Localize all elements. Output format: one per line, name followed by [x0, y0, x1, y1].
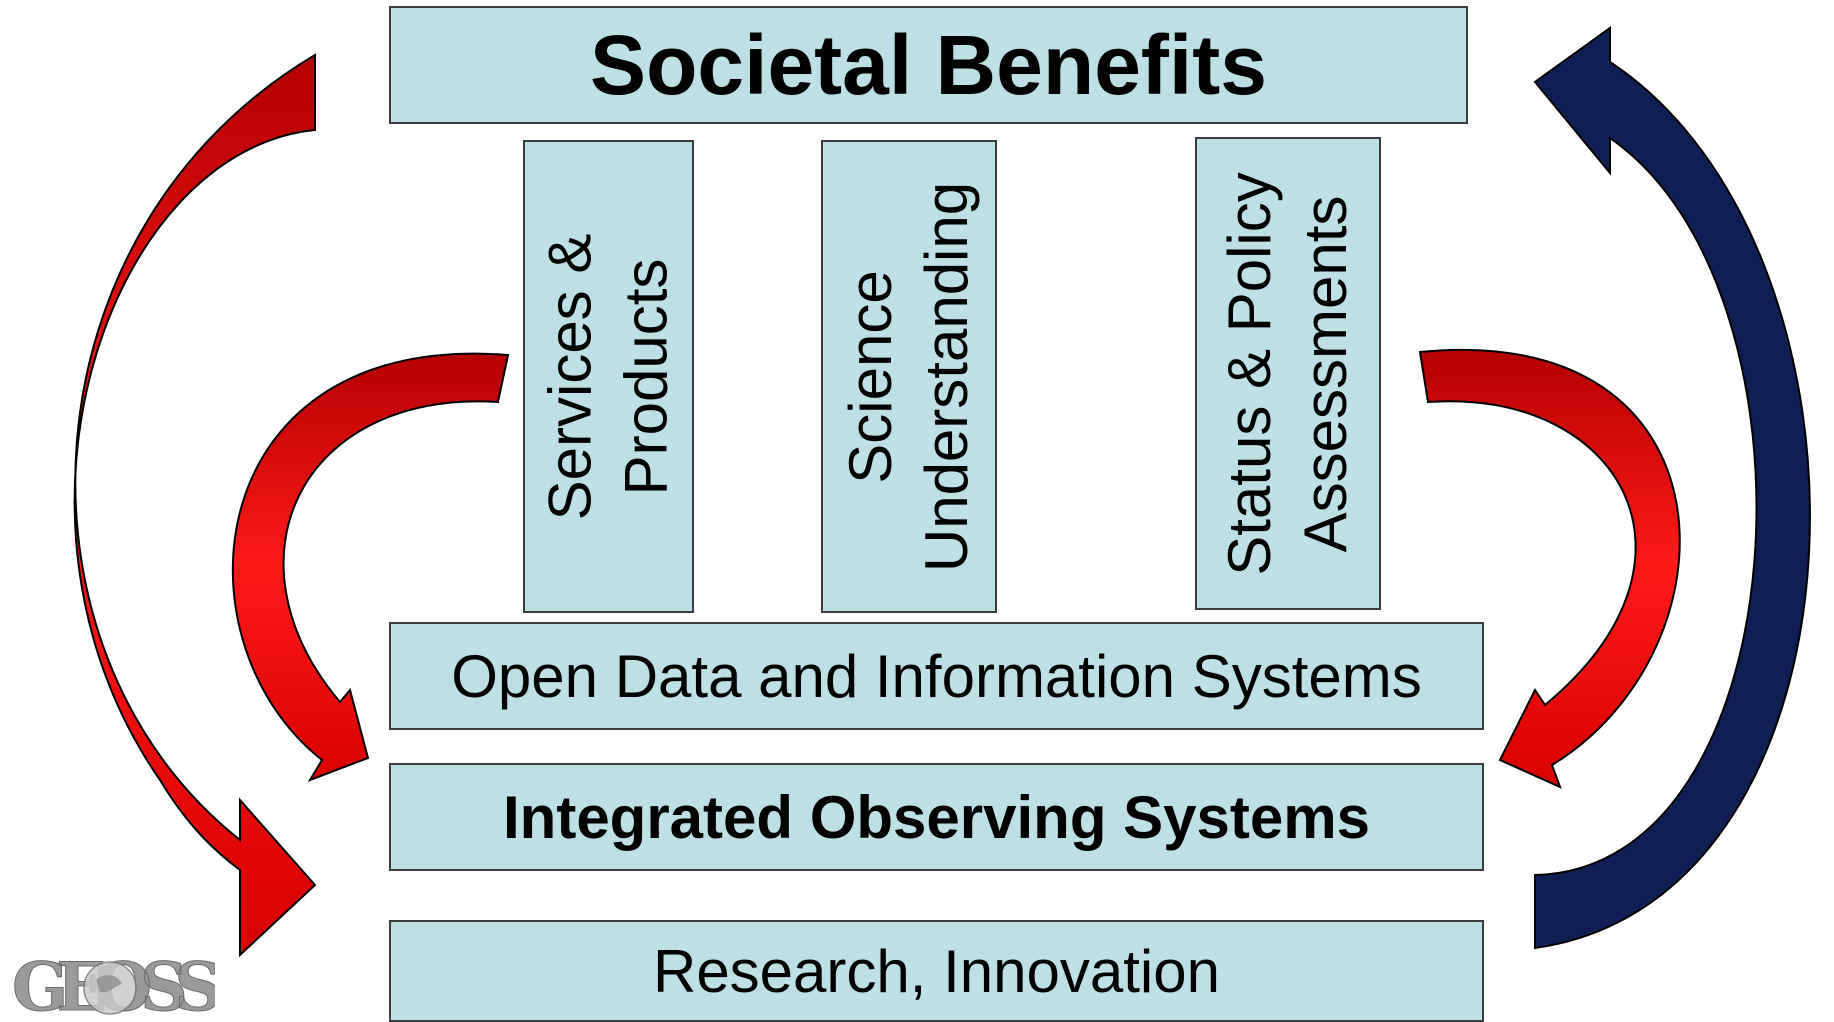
- open-data-box: Open Data and Information Systems: [389, 622, 1484, 730]
- pillar-science-understanding-text: Science Understanding: [833, 181, 985, 571]
- inner-right-red-arrow: [1418, 348, 1681, 789]
- pillar-science-understanding: Science Understanding: [821, 140, 997, 613]
- pillar-line-1: Services &: [536, 233, 604, 520]
- geoss-logo: GEOSS: [12, 950, 216, 1022]
- open-data-label: Open Data and Information Systems: [451, 642, 1422, 710]
- pillar-services-products-text: Services & Products: [533, 233, 685, 520]
- pillar-line-1: Status & Policy: [1216, 171, 1284, 576]
- inner-left-red-arrow: [231, 352, 510, 782]
- integrated-observing-label: Integrated Observing Systems: [503, 783, 1370, 851]
- integrated-observing-box: Integrated Observing Systems: [389, 763, 1484, 871]
- outer-left-red-arrow: [73, 53, 317, 958]
- pillar-line-2: Assessments: [1292, 195, 1360, 552]
- societal-benefits-box: Societal Benefits: [389, 6, 1468, 124]
- pillar-line-2: Understanding: [913, 181, 981, 572]
- outer-right-blue-arrow: [1533, 26, 1811, 950]
- pillar-line-2: Products: [612, 258, 680, 495]
- pillar-line-1: Science: [837, 269, 905, 484]
- research-innovation-box: Research, Innovation: [389, 920, 1484, 1022]
- pillar-status-policy-text: Status & Policy Assessments: [1212, 172, 1364, 576]
- societal-benefits-label: Societal Benefits: [590, 17, 1267, 112]
- pillar-status-policy: Status & Policy Assessments: [1195, 137, 1381, 610]
- pillar-services-products: Services & Products: [523, 140, 694, 613]
- research-innovation-label: Research, Innovation: [652, 937, 1220, 1005]
